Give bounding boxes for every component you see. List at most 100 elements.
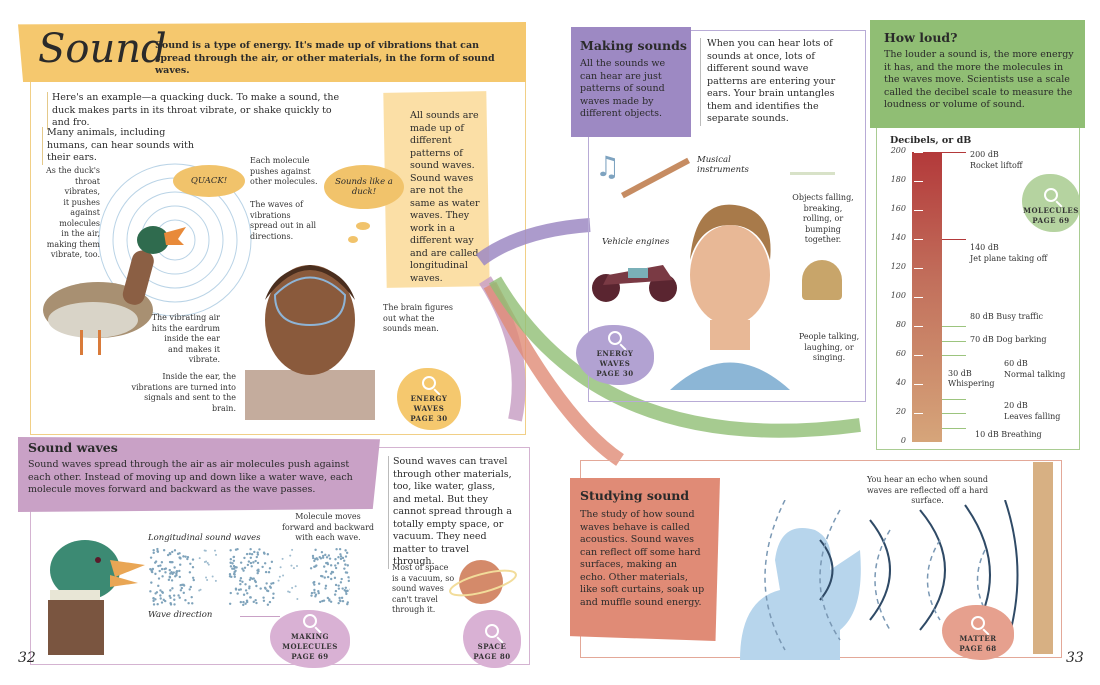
molecule-dot	[311, 556, 315, 560]
molecule-dot	[345, 551, 349, 555]
molecule-dot	[229, 549, 232, 552]
molecule-dot	[295, 565, 298, 568]
molecule-dot	[282, 574, 285, 577]
molecule-dot	[166, 553, 170, 557]
molecule-label: Molecule moves forward and backward with…	[281, 512, 375, 542]
inner-ear-caption: Inside the ear, the vibrations are turne…	[131, 372, 236, 413]
molecule-dot	[328, 599, 331, 602]
molecule-dot	[242, 600, 245, 604]
molecule-dot	[175, 574, 178, 577]
scale-tick	[914, 442, 923, 443]
person-head-illustration	[245, 265, 375, 420]
molecule-dot	[328, 557, 332, 560]
molecule-dot	[338, 547, 342, 551]
waves-caption: The waves of vibrations spread out in al…	[250, 200, 317, 241]
scale-tick	[914, 297, 923, 298]
molecule-dot	[207, 563, 210, 566]
molecule-caption: Each molecule pushes against other molec…	[250, 156, 318, 186]
ref-page: PAGE 68	[959, 644, 997, 653]
scale-example-label: 140 dB Jet plane taking off	[970, 243, 1048, 263]
molecule-dot	[343, 567, 346, 570]
molecule-dot	[321, 554, 325, 558]
molecule-dot	[242, 603, 245, 607]
molecule-dot	[159, 597, 162, 600]
molecule-dot	[248, 587, 251, 590]
molecule-dot	[330, 570, 334, 574]
molecule-dot	[241, 567, 244, 570]
scale-tick-label: 40	[895, 378, 906, 387]
molecule-dot	[232, 572, 236, 576]
molecule-dot	[272, 596, 275, 600]
motorcycle-illustration	[592, 265, 677, 302]
molecule-dot	[270, 582, 273, 585]
scale-example-label: 20 dB Leaves falling	[1004, 401, 1061, 421]
molecule-dot	[249, 556, 253, 559]
molecule-dot	[188, 588, 191, 591]
molecule-dot	[346, 601, 350, 604]
molecule-dot	[229, 591, 232, 595]
molecule-dot	[154, 598, 157, 601]
molecule-dot	[180, 586, 184, 590]
molecule-dot	[266, 603, 270, 606]
magnifier-icon	[485, 624, 499, 638]
molecule-dot	[266, 589, 270, 593]
echo-caption: You hear an echo when sound waves are re…	[866, 475, 989, 505]
molecule-dot	[206, 578, 209, 581]
molecule-dot	[338, 596, 341, 600]
molecule-dot	[320, 551, 324, 554]
scale-tick	[914, 210, 923, 211]
molecule-dot	[314, 593, 318, 596]
molecule-dot	[343, 589, 346, 592]
making-band	[571, 27, 691, 137]
scale-marker-line	[942, 239, 966, 240]
molecule-dot	[294, 585, 297, 588]
molecule-dot	[261, 565, 264, 569]
molecule-dot	[259, 587, 262, 590]
loud-band	[870, 20, 1085, 128]
molecule-dot	[344, 549, 347, 552]
molecule-dot	[272, 581, 275, 585]
bell-illustration	[802, 260, 842, 300]
molecule-dot	[239, 588, 243, 591]
sound-waves-heading: Sound waves	[28, 440, 118, 455]
molecule-dot	[248, 552, 252, 556]
molecule-dot	[229, 558, 233, 561]
title-band	[18, 22, 526, 82]
molecule-dot	[279, 566, 282, 569]
molecule-dot	[189, 585, 192, 589]
molecule-dot	[254, 559, 257, 563]
molecule-dot	[245, 552, 249, 556]
molecule-dot	[340, 596, 344, 600]
molecule-dot	[242, 569, 245, 572]
vehicle-label: Vehicle engines	[602, 237, 670, 247]
molecule-dot	[345, 571, 349, 574]
ref-page: PAGE 69	[291, 652, 329, 661]
molecule-dot	[184, 555, 187, 558]
magnifier-icon	[608, 331, 622, 345]
molecule-dot	[290, 564, 293, 567]
molecule-dot	[268, 600, 272, 604]
molecule-dot	[346, 564, 349, 567]
musical-label: Musical instruments	[697, 155, 749, 175]
ref-page: PAGE 30	[596, 369, 634, 378]
molecule-dot	[170, 579, 174, 582]
molecule-dot	[241, 580, 244, 583]
molecule-dot	[256, 553, 260, 556]
molecule-dot	[324, 584, 328, 588]
molecule-dot	[239, 600, 243, 604]
intro-text-2: Many animals, including humans, can hear…	[42, 127, 202, 165]
scale-marker-line	[942, 152, 966, 153]
duck-caption: As the duck's throat vibrates, it pushes…	[46, 166, 100, 259]
molecule-dot	[236, 592, 239, 595]
magnifier-icon	[1044, 188, 1058, 202]
molecule-dot	[310, 591, 314, 595]
molecule-dot	[263, 562, 267, 565]
loud-body: The louder a sound is, the more energy i…	[884, 49, 1074, 110]
molecule-dot	[323, 565, 326, 568]
